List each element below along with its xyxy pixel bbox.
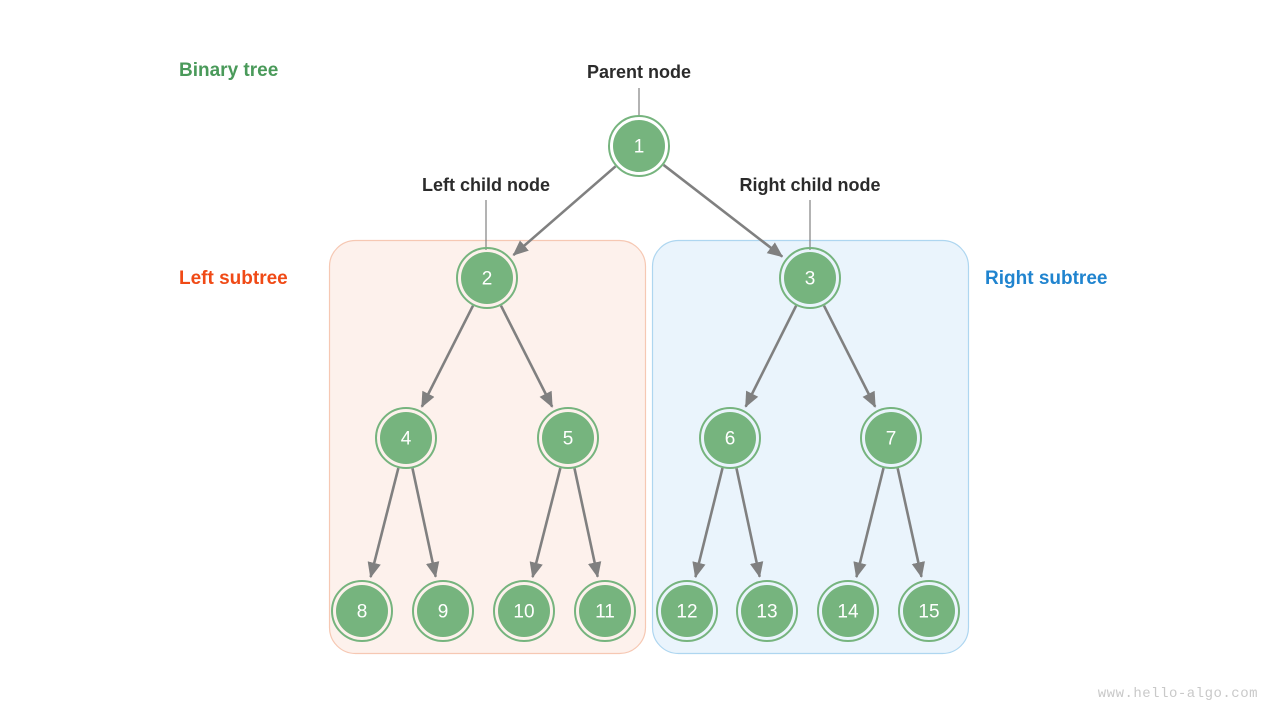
tree-edge-7-15 [896,467,925,578]
tree-node-3[interactable]: 3 [779,247,841,309]
tree-edge-5-11 [573,468,602,578]
node-value: 5 [563,429,574,450]
node-ring [898,580,960,642]
left-subtree-panel [328,239,647,655]
node-value: 14 [837,602,859,623]
node-ring [456,247,518,309]
node-circle [704,412,756,464]
node-circle [579,585,631,637]
left-subtree-label: Left subtree [179,268,288,289]
node-ring [608,115,670,177]
node-value: 13 [756,602,777,623]
diagram-title: Binary tree [179,60,279,81]
callout-parent-node: Parent node [586,62,692,82]
node-ring [537,407,599,469]
node-value: 2 [482,269,493,290]
node-circle [613,120,665,172]
tree-node-12[interactable]: 12 [656,580,718,642]
node-ring [736,580,798,642]
tree-node-1[interactable]: 1 [608,115,670,177]
tree-edge-6-12 [692,467,724,579]
node-value: 4 [401,429,412,450]
tree-edge-4-8 [367,467,400,579]
tree-node-15[interactable]: 15 [898,580,960,642]
node-circle [741,585,793,637]
node-value: 8 [357,602,368,623]
tree-node-2[interactable]: 2 [456,247,518,309]
right-subtree-label: Right subtree [985,268,1108,289]
node-circle [542,412,594,464]
node-ring [331,580,393,642]
tree-node-9[interactable]: 9 [412,580,474,642]
node-ring [412,580,474,642]
node-value: 10 [513,602,534,623]
node-circle [336,585,388,637]
tree-edge-1-3 [662,163,784,258]
tree-edge-3-7 [822,305,877,408]
node-ring [860,407,922,469]
node-ring [375,407,437,469]
tree-node-14[interactable]: 14 [817,580,879,642]
tree-node-10[interactable]: 10 [493,580,555,642]
tree-edge-1-2 [512,165,617,257]
tree-node-7[interactable]: 7 [860,407,922,469]
tree-node-11[interactable]: 11 [574,580,636,642]
tree-edge-7-14 [853,467,885,579]
tree-edge-2-5 [499,305,554,408]
node-value: 15 [918,602,939,623]
tree-node-13[interactable]: 13 [736,580,798,642]
node-circle [661,585,713,637]
node-circle [417,585,469,637]
node-circle [380,412,432,464]
node-circle [461,252,513,304]
node-circle [784,252,836,304]
node-circle [822,585,874,637]
callout-right-child-node: Right child node [739,175,881,195]
node-ring [656,580,718,642]
tree-node-5[interactable]: 5 [537,407,599,469]
node-circle [498,585,550,637]
callout-left-child-node: Left child node [422,175,550,195]
node-value: 1 [634,137,645,158]
node-ring [779,247,841,309]
tree-edge-4-9 [411,468,440,578]
tree-node-4[interactable]: 4 [375,407,437,469]
tree-node-8[interactable]: 8 [331,580,393,642]
watermark: www.hello-algo.com [1097,686,1258,702]
node-value: 9 [438,602,449,623]
node-circle [903,585,955,637]
tree-node-6[interactable]: 6 [699,407,761,469]
node-value: 7 [886,429,897,450]
node-value: 6 [725,429,736,450]
node-value: 3 [805,269,816,290]
tree-edge-5-10 [529,467,562,579]
tree-edge-2-4 [420,305,475,408]
node-ring [493,580,555,642]
node-ring [699,407,761,469]
node-circle [865,412,917,464]
node-ring [574,580,636,642]
node-value: 11 [595,602,615,623]
node-value: 12 [676,602,697,623]
tree-edge-6-13 [735,468,764,578]
tree-edge-3-6 [744,305,798,408]
node-ring [817,580,879,642]
